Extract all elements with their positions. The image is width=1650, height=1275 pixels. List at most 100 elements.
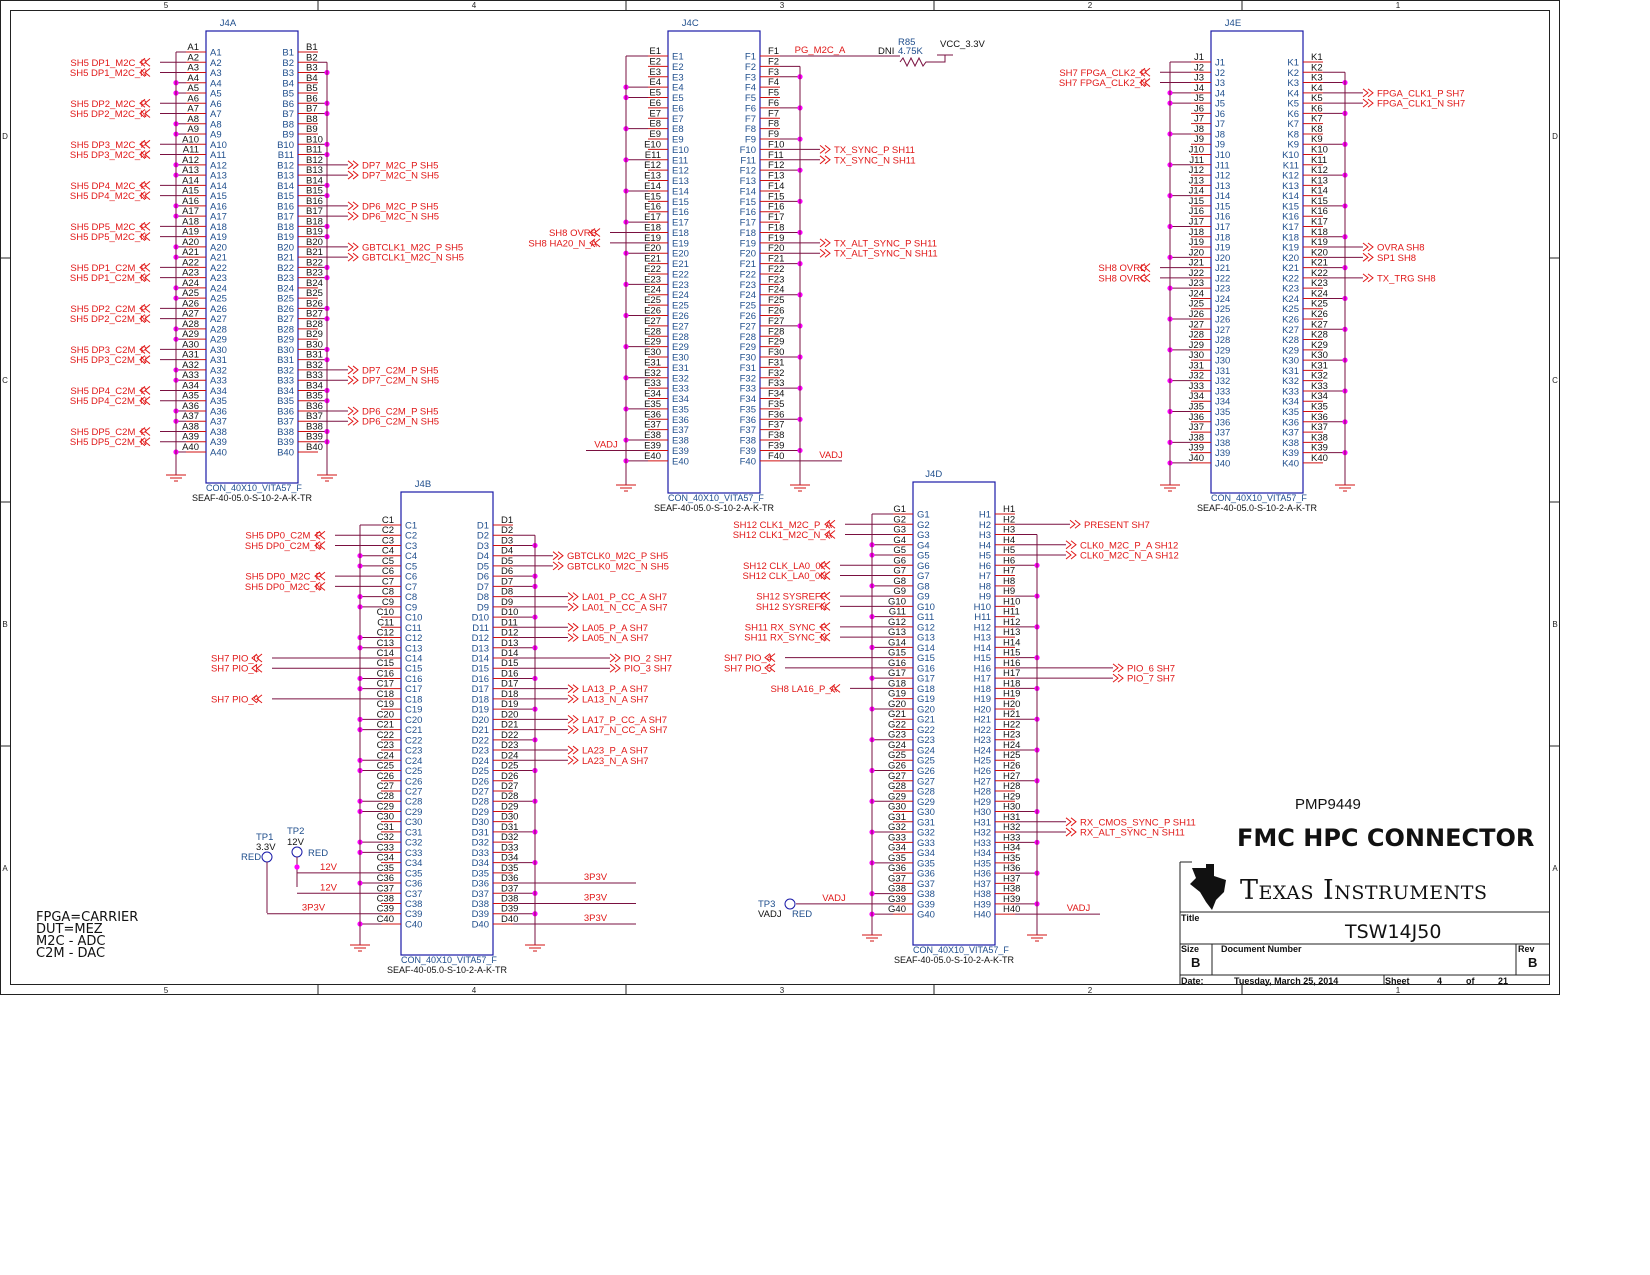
net-sheet: SH7 bbox=[630, 623, 648, 634]
pin-name: G39 bbox=[888, 894, 906, 905]
net-name: DP4_M2C_N bbox=[91, 191, 147, 202]
pin-name: E39 bbox=[644, 440, 661, 451]
net-name: HA20_N_A bbox=[549, 238, 597, 249]
chevron-right-icon bbox=[567, 755, 579, 765]
net-name: PIO_1 bbox=[232, 664, 259, 675]
pin-number: F30 bbox=[740, 353, 756, 364]
net-name: DP2_M2C_P bbox=[92, 99, 147, 110]
pin-name: D40 bbox=[501, 914, 518, 925]
pin-number: E30 bbox=[672, 353, 689, 364]
pin-name: H36 bbox=[1003, 863, 1020, 874]
net-name: RX_SYNC_N bbox=[770, 633, 827, 644]
pin-name: J6 bbox=[1194, 103, 1204, 114]
pin-number: A17 bbox=[210, 212, 227, 223]
net-sheet: SH5 bbox=[70, 150, 88, 161]
chevron bbox=[139, 150, 146, 159]
pin-number: C17 bbox=[405, 684, 422, 695]
pin-number: B31 bbox=[277, 355, 294, 366]
pin-number: B22 bbox=[277, 263, 294, 274]
pin-name: J5 bbox=[1194, 93, 1204, 104]
pin-name: H39 bbox=[1003, 894, 1020, 905]
pin-number: C24 bbox=[405, 756, 422, 767]
pin-name: D38 bbox=[501, 894, 518, 905]
pin-name: K14 bbox=[1311, 186, 1328, 197]
chevron bbox=[251, 653, 258, 663]
pin-number: A27 bbox=[210, 314, 227, 325]
pin-number: K25 bbox=[1282, 304, 1299, 315]
chevron bbox=[572, 602, 579, 612]
pin-name: H21 bbox=[1003, 709, 1020, 720]
pin-name: G14 bbox=[888, 637, 906, 648]
pin-number: B20 bbox=[277, 242, 294, 253]
ground-icon bbox=[862, 934, 882, 942]
pin-name: C18 bbox=[377, 689, 394, 700]
net-sheet: SH7 bbox=[211, 653, 229, 664]
test-point-value: 12V bbox=[287, 837, 305, 848]
chevron bbox=[352, 242, 359, 252]
pin-number: D26 bbox=[472, 776, 489, 787]
pin-number: J37 bbox=[1215, 428, 1230, 439]
pin-name: B5 bbox=[306, 83, 318, 94]
pin-number: F33 bbox=[740, 384, 756, 395]
pin-number: A25 bbox=[210, 294, 227, 305]
pin-number: C34 bbox=[405, 858, 422, 869]
chevron-right-icon bbox=[819, 238, 831, 248]
pin-name: J2 bbox=[1194, 62, 1204, 73]
pin-name: C24 bbox=[377, 750, 394, 761]
pin-number: F19 bbox=[740, 238, 756, 249]
net-name: TX_SYNC_P bbox=[834, 145, 889, 156]
pin-name: E10 bbox=[644, 139, 661, 150]
rev-value: B bbox=[1528, 955, 1537, 970]
pin-name: A8 bbox=[187, 114, 199, 125]
pin-name: H12 bbox=[1003, 617, 1020, 628]
chevron bbox=[609, 653, 616, 663]
net-name: DP1_M2C_N bbox=[91, 68, 147, 79]
pin-name: F14 bbox=[768, 181, 784, 192]
pin-name: J33 bbox=[1189, 381, 1204, 392]
pin-name: C10 bbox=[377, 607, 394, 618]
pin-number: A20 bbox=[210, 242, 227, 253]
chevron bbox=[764, 653, 771, 663]
inner-border bbox=[10, 10, 1550, 985]
pin-number: G37 bbox=[917, 879, 935, 890]
connector-refdes: J4C bbox=[682, 18, 699, 29]
pin-name: J17 bbox=[1189, 216, 1204, 227]
pin-number: K20 bbox=[1282, 253, 1299, 264]
chevron bbox=[1074, 519, 1081, 529]
net-sheet: SH12 bbox=[733, 530, 757, 541]
pin-name: H4 bbox=[1003, 535, 1015, 546]
pin-name: J14 bbox=[1189, 186, 1204, 197]
net-name: LA23_P_A bbox=[582, 746, 628, 757]
pin-name: K21 bbox=[1311, 258, 1328, 269]
chevron-right-icon bbox=[819, 155, 831, 165]
pin-name: A29 bbox=[182, 329, 199, 340]
net-name: CLK1_M2C_N_A bbox=[759, 530, 833, 541]
net-label: SH7 PIO_5 bbox=[724, 663, 772, 674]
pin-name: F23 bbox=[768, 274, 784, 285]
connector-footprint: SEAF-40-05.0-S-10-2-A-K-TR bbox=[894, 955, 1015, 965]
chevron bbox=[1065, 540, 1072, 550]
chevron bbox=[1144, 263, 1151, 272]
chevron bbox=[347, 365, 354, 375]
connector-symbols: J4ACON_40X10_VITA57_FSEAF-40-05.0-S-10-2… bbox=[70, 18, 1465, 975]
pin-name: B31 bbox=[306, 350, 323, 361]
pin-number: E14 bbox=[672, 186, 689, 197]
pin-number: E40 bbox=[672, 456, 689, 467]
pin-name: C32 bbox=[377, 832, 394, 843]
chevron-left-icon bbox=[824, 519, 836, 529]
net-label: SH5 DP0_C2M_N bbox=[245, 541, 322, 552]
pin-number: G27 bbox=[917, 776, 935, 787]
pin-name: F8 bbox=[768, 119, 779, 130]
pin-name: J39 bbox=[1189, 443, 1204, 454]
net-label: LA17_P_CC_A SH7 bbox=[582, 715, 667, 726]
pin-number: B5 bbox=[282, 89, 294, 100]
pin-number: G19 bbox=[917, 694, 935, 705]
pin-name: G3 bbox=[893, 525, 906, 536]
chevron bbox=[1367, 88, 1374, 98]
net-name: FPGA_CLK2_P bbox=[1080, 68, 1147, 79]
net-sheet: SH11 bbox=[1173, 817, 1196, 828]
pin-name: C4 bbox=[382, 546, 394, 557]
net-label: SH5 DP1_C2M_P bbox=[70, 263, 147, 274]
pin-name: K34 bbox=[1311, 391, 1328, 402]
pin-name: G35 bbox=[888, 853, 906, 864]
